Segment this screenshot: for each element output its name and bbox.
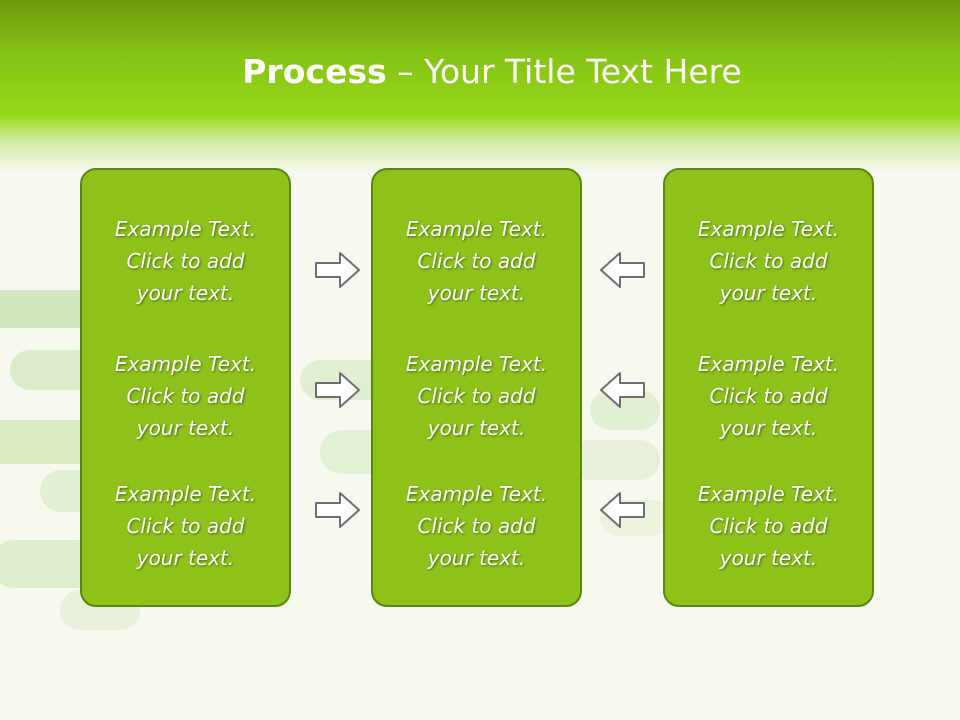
text-placeholder[interactable]: Example Text. Click to add your text.	[665, 348, 872, 444]
text-line: Example Text.	[114, 352, 257, 376]
text-line: your text.	[719, 281, 818, 305]
text-line: your text.	[427, 546, 526, 570]
text-line: your text.	[427, 416, 526, 440]
panel-left: Example Text. Click to add your text. Ex…	[80, 168, 291, 607]
text-placeholder[interactable]: Example Text. Click to add your text.	[665, 213, 872, 309]
text-placeholder[interactable]: Example Text. Click to add your text.	[82, 348, 289, 444]
left-arrow-icon	[600, 372, 645, 408]
text-line: Example Text.	[405, 217, 548, 241]
text-placeholder[interactable]: Example Text. Click to add your text.	[82, 478, 289, 574]
panel-right: Example Text. Click to add your text. Ex…	[663, 168, 874, 607]
text-line: Click to add	[709, 249, 828, 273]
title-rest: – Your Title Text Here	[386, 52, 742, 91]
text-line: Click to add	[417, 384, 536, 408]
right-arrow-icon	[315, 372, 360, 408]
text-line: Example Text.	[697, 217, 840, 241]
text-line: Click to add	[417, 249, 536, 273]
text-line: your text.	[719, 546, 818, 570]
header-band	[0, 0, 960, 170]
text-placeholder[interactable]: Example Text. Click to add your text.	[373, 348, 580, 444]
text-line: Example Text.	[114, 217, 257, 241]
text-line: your text.	[136, 416, 235, 440]
left-arrow-icon	[600, 252, 645, 288]
right-arrow-icon	[315, 492, 360, 528]
text-placeholder[interactable]: Example Text. Click to add your text.	[373, 213, 580, 309]
text-line: your text.	[427, 281, 526, 305]
text-line: Click to add	[126, 249, 245, 273]
text-line: Example Text.	[697, 482, 840, 506]
text-line: Click to add	[709, 384, 828, 408]
left-arrow-icon	[600, 492, 645, 528]
text-line: Click to add	[709, 514, 828, 538]
text-line: your text.	[719, 416, 818, 440]
text-line: Example Text.	[405, 482, 548, 506]
text-placeholder[interactable]: Example Text. Click to add your text.	[82, 213, 289, 309]
slide-title: Process – Your Title Text Here	[0, 52, 960, 91]
text-line: Example Text.	[697, 352, 840, 376]
text-line: Click to add	[126, 514, 245, 538]
text-line: Click to add	[126, 384, 245, 408]
text-placeholder[interactable]: Example Text. Click to add your text.	[665, 478, 872, 574]
text-placeholder[interactable]: Example Text. Click to add your text.	[373, 478, 580, 574]
text-line: your text.	[136, 281, 235, 305]
text-line: Example Text.	[405, 352, 548, 376]
panel-center: Example Text. Click to add your text. Ex…	[371, 168, 582, 607]
right-arrow-icon	[315, 252, 360, 288]
title-bold: Process	[242, 52, 387, 91]
text-line: Click to add	[417, 514, 536, 538]
text-line: your text.	[136, 546, 235, 570]
text-line: Example Text.	[114, 482, 257, 506]
